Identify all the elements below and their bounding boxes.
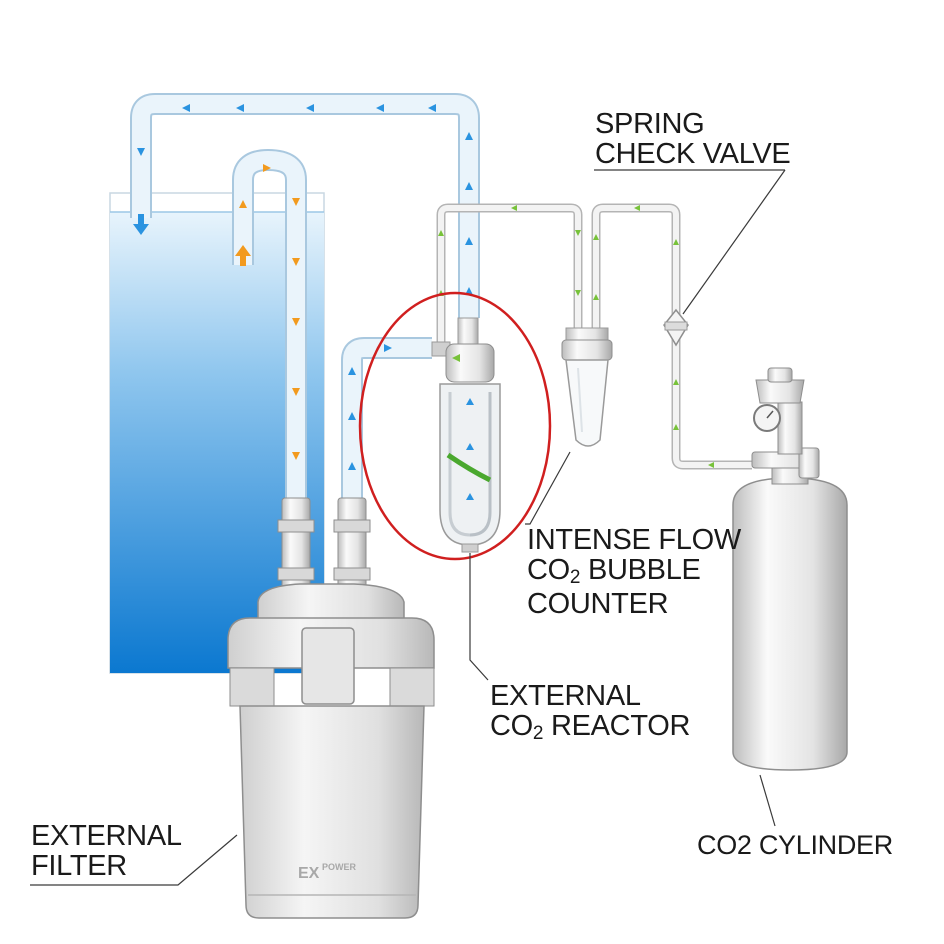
flow-arrows-orange [235,164,300,460]
brand-power: POWER [322,862,357,872]
return-tube [130,93,480,318]
flow-arrows-blue [133,104,473,470]
spring-check-valve [663,308,689,347]
filter-outlet-tube [341,337,432,500]
external-filter [227,497,435,919]
brand-ex: EX [298,865,320,882]
reactor-highlight-ring [358,291,552,561]
filter-brand-logo: EX POWER [298,862,357,882]
flow-arrows-green [438,205,714,468]
leader-lines [30,169,786,886]
label-spring-check-valve: SPRING CHECK VALVE [595,108,791,170]
label-reactor: EXTERNAL CO2 REACTOR [490,680,691,744]
co2-reactor [431,317,501,553]
label-bubble-counter: INTENSE FLOW CO2 BUBBLE COUNTER [527,524,741,620]
intake-tube [232,148,307,500]
label-co2-cylinder: CO2 CYLINDER [697,830,893,860]
co2-gas-line [436,203,752,470]
label-external-filter: EXTERNAL FILTER [31,820,182,882]
co2-cylinder [732,367,848,771]
bubble-counter [561,327,613,447]
